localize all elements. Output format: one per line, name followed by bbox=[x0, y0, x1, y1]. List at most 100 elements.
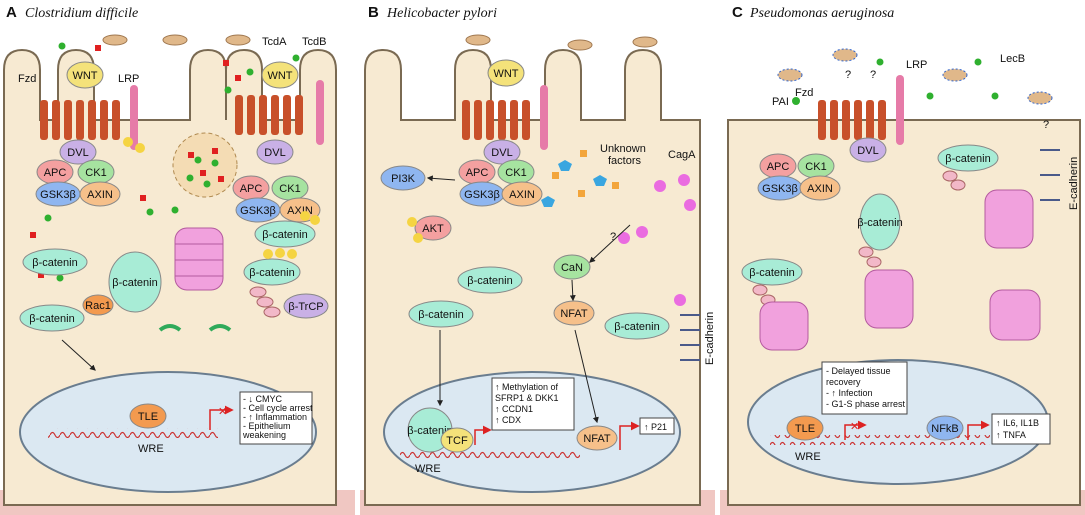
rac1-label: Rac1 bbox=[85, 300, 111, 312]
unknown-factors bbox=[541, 150, 619, 207]
outcome-b-3: ↑ CCDN1 bbox=[495, 404, 533, 414]
outcome-a-2: - Cell cycle arrest bbox=[243, 403, 313, 413]
gsk-label-a2: GSK3β bbox=[240, 205, 276, 217]
nfat-label-b2: NFAT bbox=[583, 433, 611, 445]
proteasome-a bbox=[174, 227, 224, 291]
outcome-a-3: - ↑ Inflammation bbox=[243, 412, 307, 422]
gsk-label-b: GSK3β bbox=[464, 189, 500, 201]
ck1-label-b: CK1 bbox=[505, 167, 526, 179]
e-cadherin-label-b: E-cadherin bbox=[704, 312, 716, 365]
tle-label-c: TLE bbox=[795, 423, 815, 435]
wre-label-c: WRE bbox=[795, 451, 821, 463]
dna-c bbox=[770, 435, 990, 445]
axin-label-c: AXIN bbox=[807, 183, 833, 195]
wnt-label-a2: WNT bbox=[267, 70, 292, 82]
e-cadherin-label-c: E-cadherin bbox=[1068, 157, 1080, 210]
wre-label-a: WRE bbox=[138, 443, 164, 455]
ck1-label-a2: CK1 bbox=[279, 183, 300, 195]
bcat-label-a2: β-catenin bbox=[112, 277, 157, 289]
panel-a: A Clostridium difficile WNT Fzd LRP DVL … bbox=[0, 4, 355, 515]
axin-label-a1: AXIN bbox=[87, 189, 113, 201]
panel-b-title: Helicobacter pylori bbox=[386, 6, 497, 21]
caga-label: CagA bbox=[668, 149, 696, 161]
apc-label-a1: APC bbox=[44, 167, 67, 179]
bcat-label-a-complex: β-catenin bbox=[262, 229, 307, 241]
pai-label: PAI bbox=[772, 96, 789, 108]
outcome-c1-3: - ↑ Infection bbox=[826, 388, 873, 398]
unknown-factors-label-2: factors bbox=[608, 155, 642, 167]
toxin-vesicle bbox=[172, 132, 238, 198]
bacteria-a bbox=[102, 34, 251, 46]
outcome-a-5: weakening bbox=[242, 430, 286, 440]
panel-a-letter: A bbox=[6, 4, 17, 21]
fzd-label-c: Fzd bbox=[795, 87, 813, 99]
outcome-c2-1: ↑ IL6, IL1B bbox=[996, 418, 1039, 428]
apc-label-c: APC bbox=[767, 161, 790, 173]
question-mark-c3: ? bbox=[1043, 119, 1049, 131]
e-cadherin-b bbox=[680, 314, 700, 361]
pi3k-label: PI3K bbox=[391, 173, 416, 185]
question-mark-c2: ? bbox=[870, 69, 876, 81]
dna-a bbox=[48, 428, 218, 438]
outcome-c1-4: - G1-S phase arrest bbox=[826, 399, 906, 409]
dvl-label-a1: DVL bbox=[67, 147, 88, 159]
proteasomes-c bbox=[759, 189, 1041, 351]
block-icon-a: ✕ bbox=[218, 406, 227, 418]
frizzled-receptor-a2 bbox=[235, 95, 303, 135]
outcome-box-c1 bbox=[821, 361, 908, 415]
panel-a-title: Clostridium difficile bbox=[25, 6, 138, 21]
dna-b bbox=[400, 450, 580, 460]
outcome-b2: ↑ P21 bbox=[644, 422, 667, 432]
apc-label-a2: APC bbox=[240, 183, 263, 195]
question-mark-b: ? bbox=[610, 231, 616, 243]
axin-label-b: AXIN bbox=[509, 189, 535, 201]
tle-label-a: TLE bbox=[138, 411, 158, 423]
gsk-label-a1: GSK3β bbox=[40, 189, 76, 201]
bcat-label-c1: β-catenin bbox=[945, 153, 990, 165]
outcome-box-b2 bbox=[639, 417, 675, 435]
outcome-a-1: - ↓ CMYC bbox=[243, 394, 282, 404]
panel-c-title: Pseudomonas aeruginosa bbox=[749, 6, 894, 21]
block-icon-c: ✕ bbox=[850, 421, 859, 433]
panel-b-letter: B bbox=[368, 4, 379, 21]
frizzled-receptor-c bbox=[818, 100, 886, 140]
dvl-label-b: DVL bbox=[491, 147, 512, 159]
lrp-receptor-c bbox=[896, 75, 904, 145]
btrcp-label: β-TrCP bbox=[288, 301, 323, 313]
panel-b: B Helicobacter pylori WNT DVL APC CK1 GS… bbox=[360, 4, 716, 515]
dvl-label-a2: DVL bbox=[264, 147, 285, 159]
bcat-label-a-ub: β-catenin bbox=[249, 267, 294, 279]
ck1-label-c: CK1 bbox=[805, 161, 826, 173]
panel-c-letter: C bbox=[732, 4, 743, 21]
toxin-particles bbox=[30, 42, 300, 282]
outcome-b-2: SFRP1 & DKK1 bbox=[495, 393, 559, 403]
wnt-label-a1: WNT bbox=[72, 70, 97, 82]
bcat-label-c3: β-catenin bbox=[749, 267, 794, 279]
wre-label-b: WRE bbox=[415, 463, 441, 475]
tcda-label: TcdA bbox=[262, 36, 287, 48]
bcat-label-b1: β-catenin bbox=[467, 275, 512, 287]
nucleus-b bbox=[383, 371, 681, 493]
akt-label: AKT bbox=[422, 223, 444, 235]
outcome-c1-2: recovery bbox=[826, 377, 861, 387]
phosphate-group-a bbox=[123, 137, 320, 259]
outcome-box-c2 bbox=[991, 413, 1051, 445]
can-label: CaN bbox=[561, 262, 583, 274]
outcome-c1-1: - Delayed tissue bbox=[826, 366, 891, 376]
caga-particles bbox=[618, 174, 696, 306]
lrp-label-c: LRP bbox=[906, 59, 927, 71]
e-cadherin-c bbox=[1040, 149, 1060, 201]
unknown-factors-label-1: Unknown bbox=[600, 143, 646, 155]
bcat-label-a1: β-catenin bbox=[32, 257, 77, 269]
lecb-label: LecB bbox=[1000, 53, 1025, 65]
nfat-label-b1: NFAT bbox=[560, 308, 588, 320]
outcome-box-a bbox=[239, 391, 313, 445]
bcat-label-b3: β-catenin bbox=[614, 321, 659, 333]
lrp-receptor-a2 bbox=[316, 80, 324, 145]
bcat-label-b-nuc: β-catenin bbox=[407, 425, 452, 437]
bcat-label-b2: β-catenin bbox=[418, 309, 463, 321]
bcat-label-c2: β-catenin bbox=[857, 217, 902, 229]
dvl-label-c: DVL bbox=[857, 145, 878, 157]
gsk-label-c: GSK3β bbox=[762, 183, 798, 195]
